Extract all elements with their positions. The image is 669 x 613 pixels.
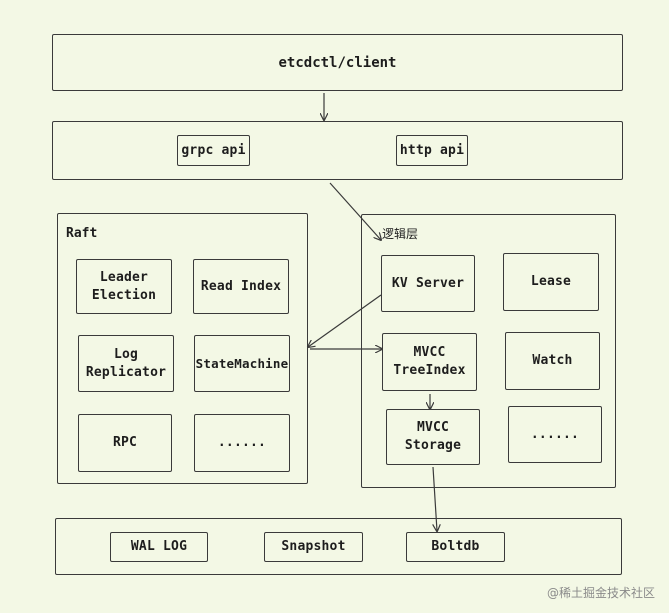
grpc-api-box: grpc api xyxy=(177,135,250,166)
raft-title: Raft xyxy=(66,226,98,241)
watch-box: Watch xyxy=(505,332,600,390)
http-api-box: http api xyxy=(396,135,468,166)
logic-layer-title: 逻辑层 xyxy=(382,227,419,241)
mvcc-storage-box: MVCC Storage xyxy=(386,409,480,465)
client-layer xyxy=(52,34,623,91)
wal-log-box: WAL LOG xyxy=(110,532,208,562)
kv-server-box: KV Server xyxy=(381,255,475,312)
raft-container xyxy=(57,213,308,484)
log-replicator-box: Log Replicator xyxy=(78,335,174,392)
leader-election-box: Leader Election xyxy=(76,259,172,314)
logic-layer-container xyxy=(361,214,616,488)
state-machine-box: StateMachine xyxy=(194,335,290,392)
logic-more-box: ...... xyxy=(508,406,602,463)
boltdb-box: Boltdb xyxy=(406,532,505,562)
raft-more-box: ...... xyxy=(194,414,290,472)
snapshot-box: Snapshot xyxy=(264,532,363,562)
api-layer xyxy=(52,121,623,180)
read-index-box: Read Index xyxy=(193,259,289,314)
storage-layer xyxy=(55,518,622,575)
lease-box: Lease xyxy=(503,253,599,311)
watermark: @稀土掘金技术社区 xyxy=(546,586,655,600)
client-label: etcdctl/client xyxy=(278,54,397,71)
mvcc-treeindex-box: MVCC TreeIndex xyxy=(382,333,477,391)
rpc-box: RPC xyxy=(78,414,172,472)
